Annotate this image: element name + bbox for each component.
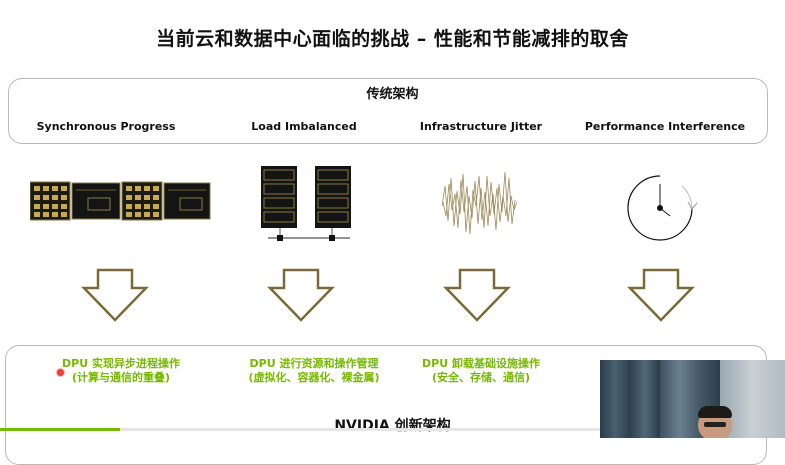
dpu-feature-async: DPU 实现异步进程操作 (计算与通信的重叠) — [62, 357, 180, 385]
down-arrow-icon — [81, 268, 149, 322]
dpu-feature-line2: (计算与通信的重叠) — [71, 371, 171, 384]
infrastructure-jitter-illustration — [441, 171, 518, 235]
person-hair — [698, 406, 732, 418]
dpu-feature-line2: (安全、存储、通信) — [431, 371, 531, 384]
traditional-architecture-panel — [8, 78, 768, 144]
dpu-feature-resource-management: DPU 进行资源和操作管理 (虚拟化、容器化、裸金属) — [248, 357, 379, 385]
dpu-feature-line2: (虚拟化、容器化、裸金属) — [248, 371, 380, 384]
column-label-load-imbalanced: Load Imbalanced — [251, 120, 357, 133]
dpu-feature-line1: DPU 进行资源和操作管理 — [249, 357, 379, 370]
column-label-synchronous-progress: Synchronous Progress — [36, 120, 176, 133]
person-glasses — [704, 422, 726, 427]
down-arrow-icon — [627, 268, 695, 322]
traditional-architecture-title: 传统架构 — [366, 87, 419, 102]
clock-icon — [627, 175, 698, 241]
slide-title: 当前云和数据中心面临的挑战 – 性能和节能减排的取舍 — [156, 28, 629, 50]
load-imbalanced-illustration — [261, 166, 351, 241]
column-label-infrastructure-jitter: Infrastructure Jitter — [419, 120, 543, 133]
column-label-performance-interference: Performance Interference — [584, 120, 746, 133]
dpu-feature-infrastructure-offload: DPU 卸载基础设施操作 (安全、存储、通信) — [422, 357, 540, 385]
synchronous-progress-illustration — [30, 181, 211, 221]
dpu-feature-line1: DPU 实现异步进程操作 — [62, 357, 180, 370]
down-arrow-icon — [267, 268, 335, 322]
webcam-feed — [600, 360, 785, 438]
video-progress-track[interactable] — [0, 428, 785, 431]
video-progress-bar[interactable] — [0, 428, 121, 431]
pointer-cursor — [56, 368, 65, 377]
dpu-feature-line1: DPU 卸载基础设施操作 — [422, 357, 540, 370]
down-arrow-icon — [443, 268, 511, 322]
